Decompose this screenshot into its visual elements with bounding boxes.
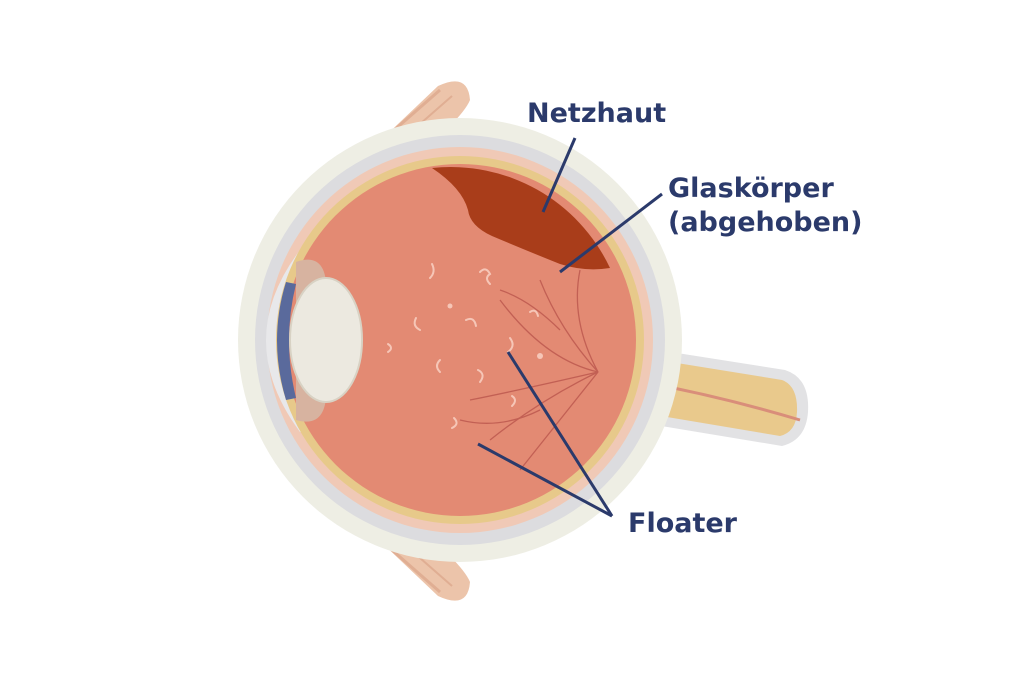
detached-vitreous-area <box>432 166 610 270</box>
netzhaut-leader <box>541 137 577 213</box>
glaskoerper-label: Glaskörper (abgehoben) <box>668 172 863 240</box>
floaters <box>387 263 543 429</box>
floater-leader-upper <box>506 351 614 517</box>
cornea <box>266 250 312 432</box>
lens <box>289 277 363 403</box>
glaskoerper-label-line2: (abgehoben) <box>668 207 863 238</box>
glaskoerper-leader <box>559 192 663 274</box>
glaskoerper-label-line1: Glaskörper <box>668 173 834 204</box>
floater-leader-lower <box>477 442 613 518</box>
floater-label: Floater <box>628 508 738 539</box>
retinal-vessels <box>459 269 599 471</box>
leader-lines <box>477 137 663 518</box>
iris <box>277 282 296 400</box>
netzhaut-label: Netzhaut <box>527 98 667 129</box>
